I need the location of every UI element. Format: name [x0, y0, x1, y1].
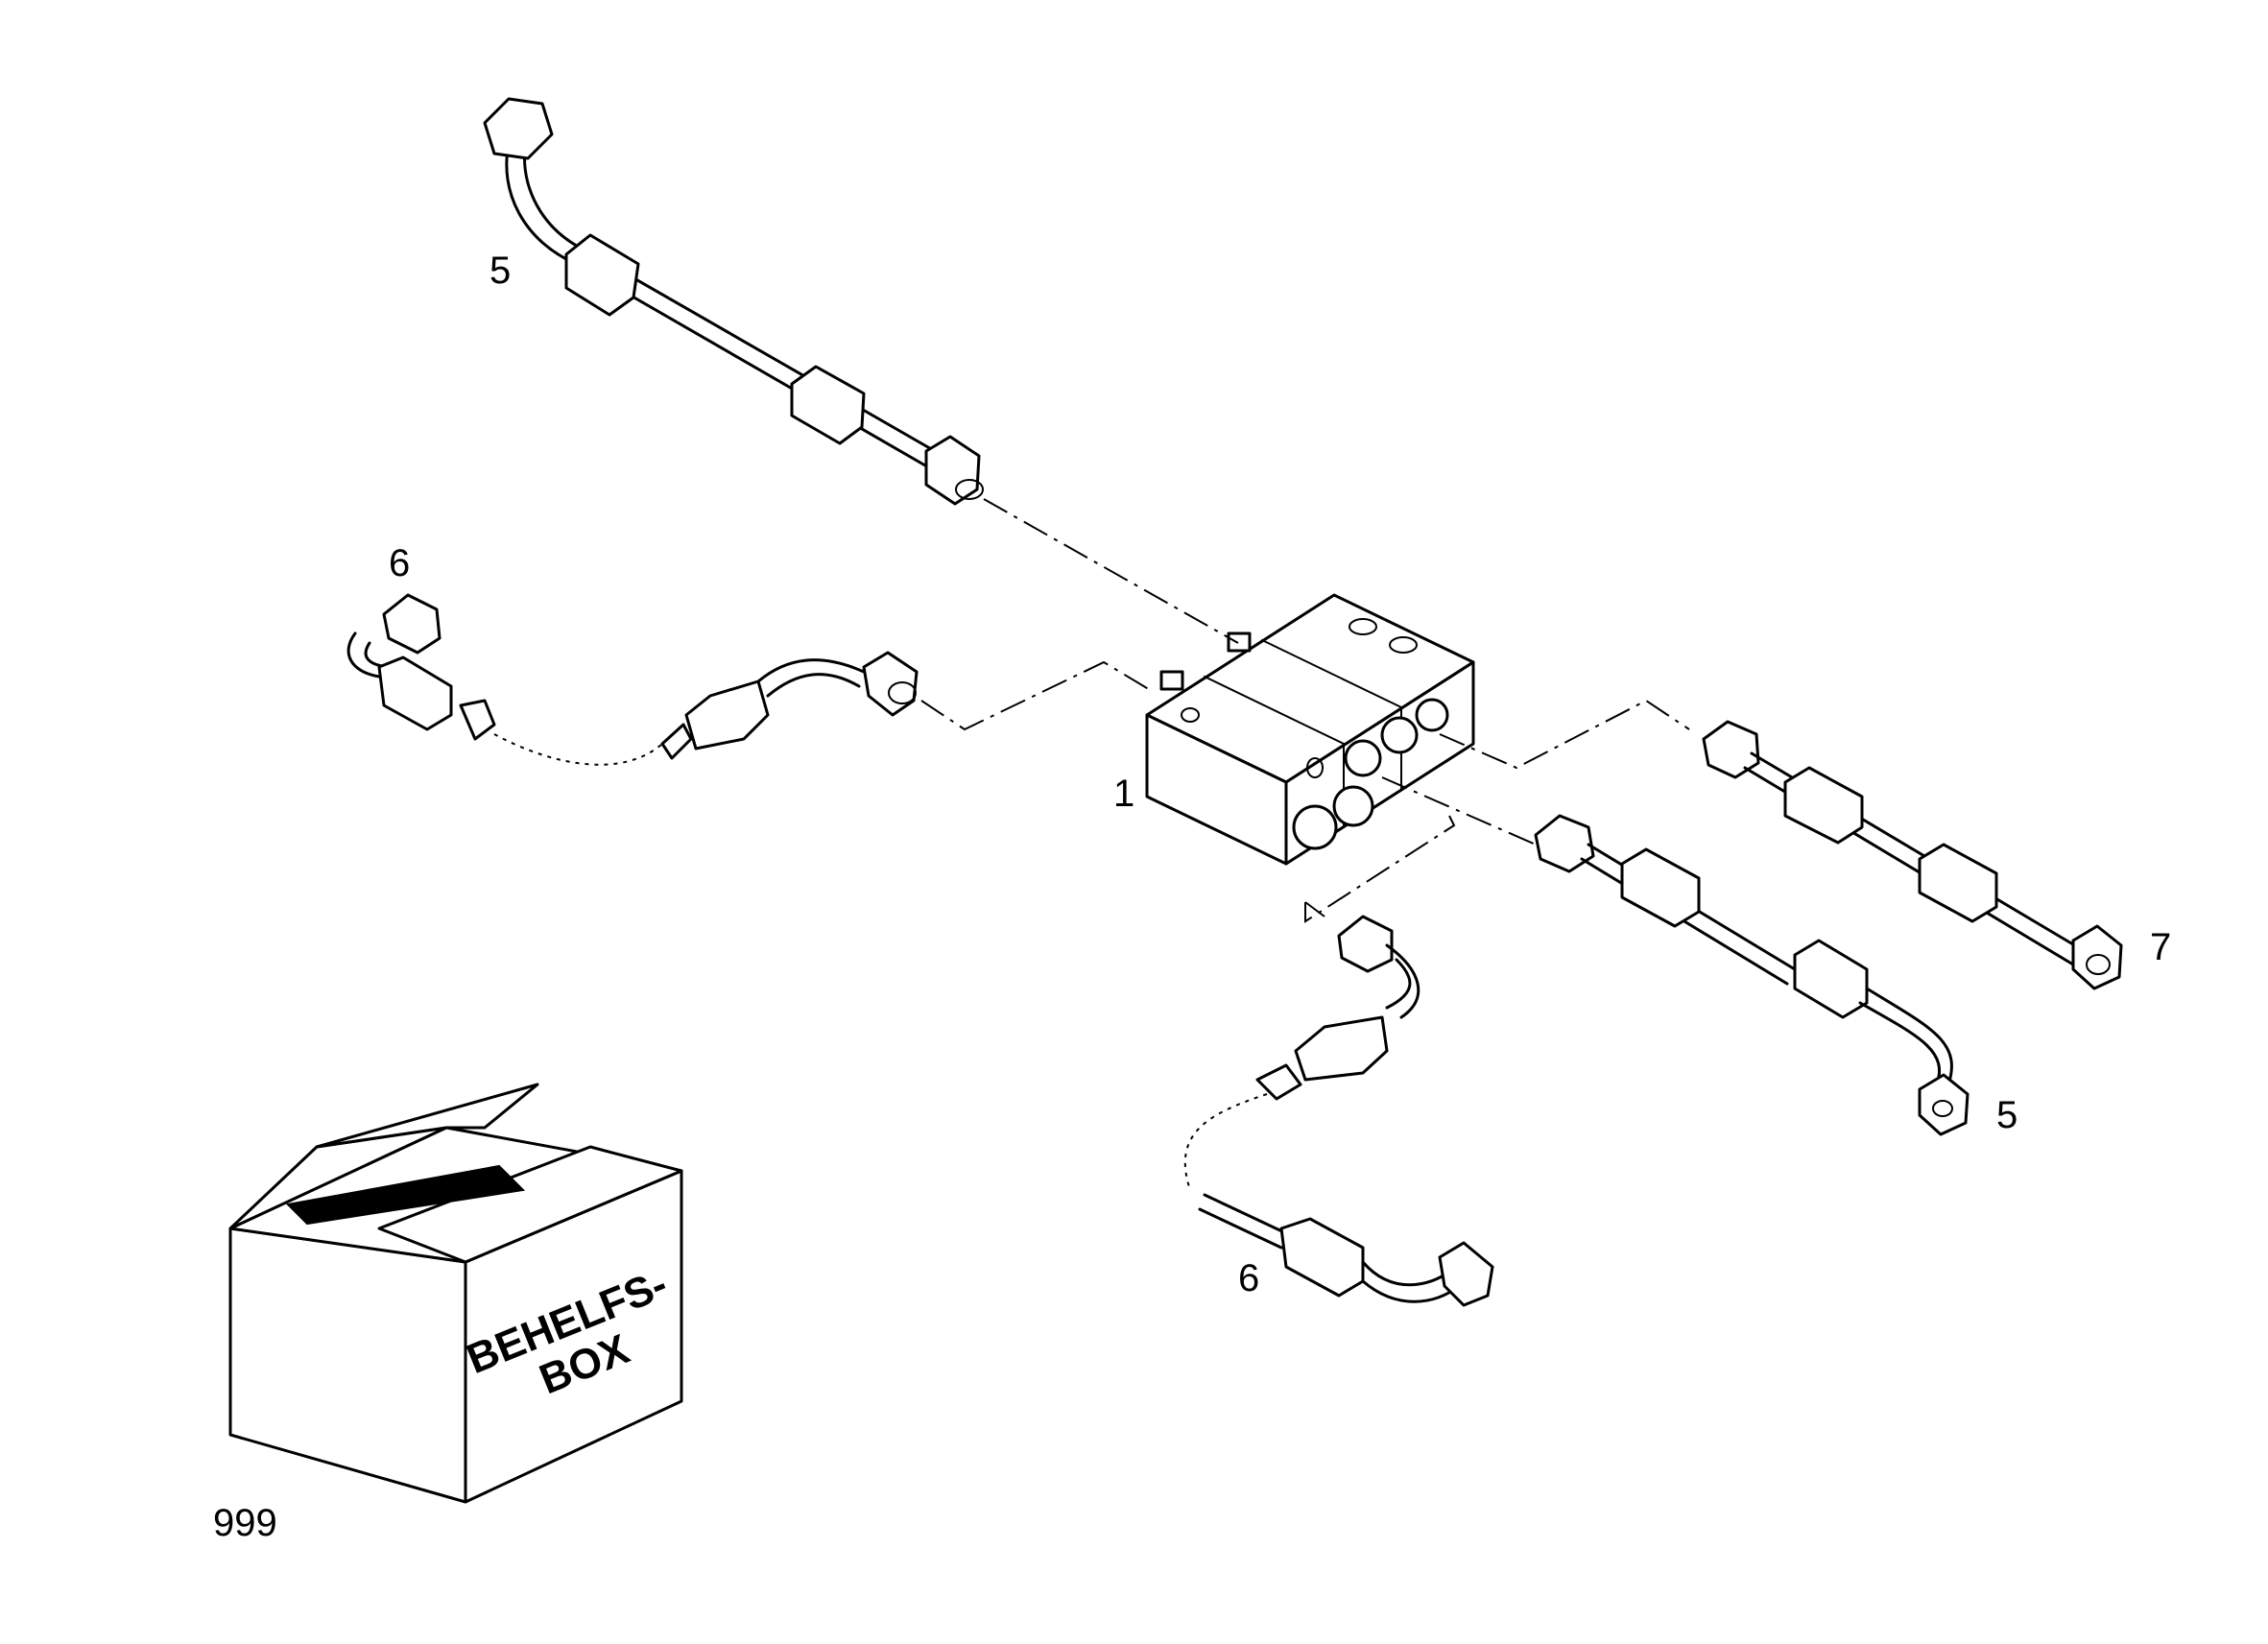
pipe-6-bottom — [1183, 915, 1494, 1307]
pipe-5-top — [483, 97, 984, 506]
callout-5-right: 5 — [1996, 1094, 2017, 1136]
callout-999: 999 — [213, 1502, 277, 1544]
behelfs-box — [228, 1083, 683, 1504]
callout-5-top: 5 — [489, 250, 511, 292]
callout-6-left: 6 — [389, 542, 410, 584]
callout-7: 7 — [2150, 926, 2171, 968]
pipe-5-right — [1534, 814, 1970, 1136]
callout-1: 1 — [1113, 773, 1134, 815]
distributor-block — [1145, 593, 1475, 866]
pipe-7 — [1702, 720, 2123, 990]
pipe-6-left — [346, 593, 919, 766]
block-fittings — [1159, 631, 1449, 850]
callout-6-bottom: 6 — [1238, 1257, 1259, 1299]
